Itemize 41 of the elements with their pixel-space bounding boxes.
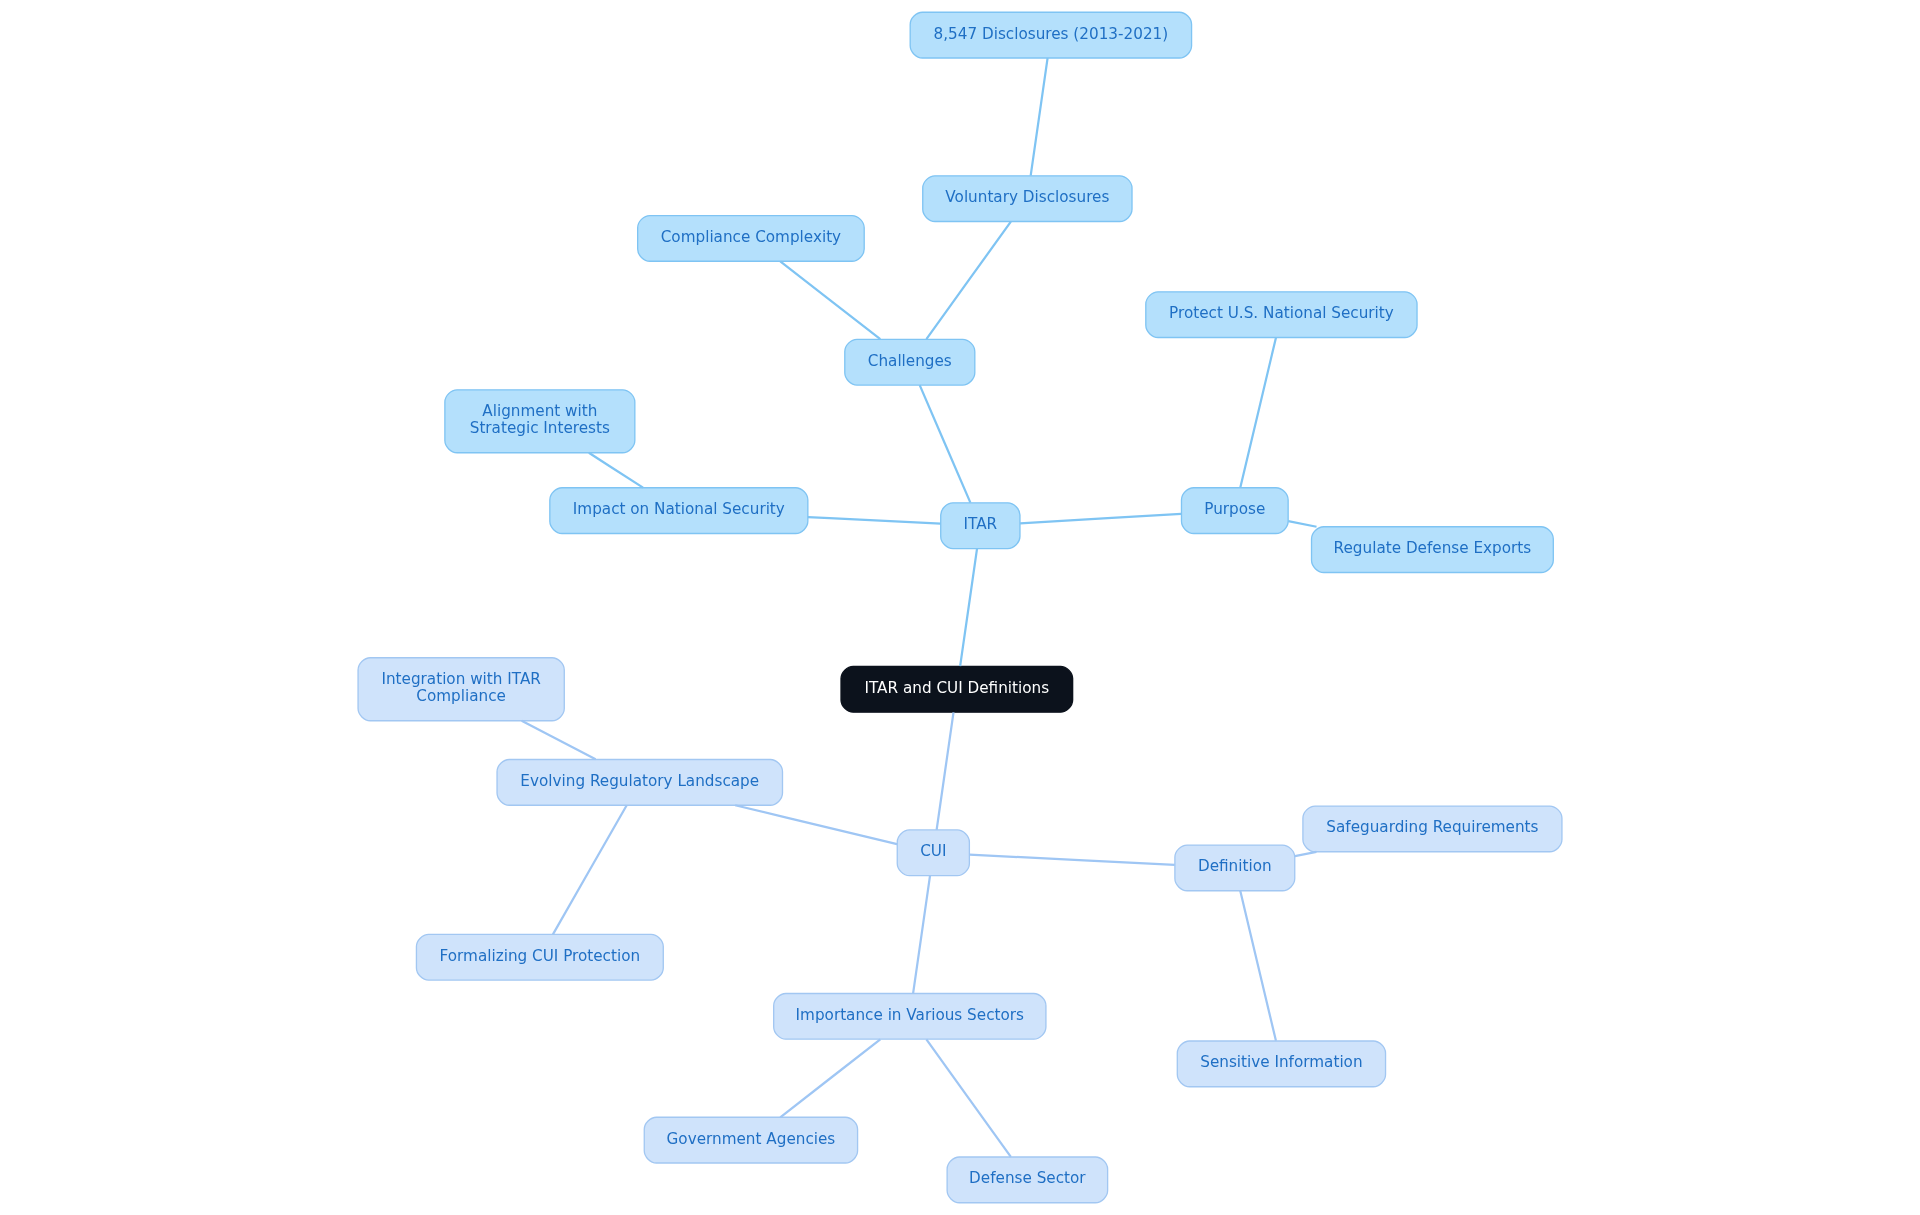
node-box: Formalizing CUI Protection [415,933,664,981]
node-box: 8,547 Disclosures (2013-2021) [909,11,1193,59]
connector [912,875,932,994]
connector [521,719,597,761]
node-box: Compliance Complexity [637,214,865,262]
connector [779,260,881,341]
node-box: Integration with ITAR Compliance [357,657,565,722]
connector [779,1038,881,1119]
node-box: Defense Sector [946,1156,1109,1204]
connector [588,451,644,489]
node-box: CUI [896,829,971,877]
connector [807,515,941,525]
connector [1294,850,1317,858]
node-box: Definition [1174,844,1296,892]
connector [551,804,628,935]
node-box: Importance in Various Sectors [773,992,1047,1040]
node-box: Safeguarding Requirements [1302,805,1563,853]
node-box: Challenges [844,338,976,386]
node-box: Sensitive Information [1176,1040,1387,1088]
connector [1020,512,1182,525]
connector [918,384,972,504]
node-box: ITAR and CUI Definitions [840,665,1074,713]
connector [925,1038,1012,1158]
node-box: Government Agencies [643,1116,859,1164]
connector [1288,520,1317,528]
node-box: Voluntary Disclosures [922,175,1133,223]
connector [1029,57,1049,176]
node-box: Regulate Defense Exports [1310,526,1554,574]
node-box: Purpose [1180,487,1289,535]
connector [1239,890,1278,1042]
node-box: Alignment with Strategic Interests [444,389,636,454]
connector [959,548,979,667]
connector [925,220,1012,340]
connector [935,712,955,830]
node-box: ITAR [940,502,1021,550]
node-box: Impact on National Security [549,487,809,535]
connector [1239,337,1278,488]
connector [969,853,1175,867]
node-box: Protect U.S. National Security [1145,291,1418,339]
node-box: Evolving Regulatory Landscape [496,758,784,806]
connector [734,804,898,846]
